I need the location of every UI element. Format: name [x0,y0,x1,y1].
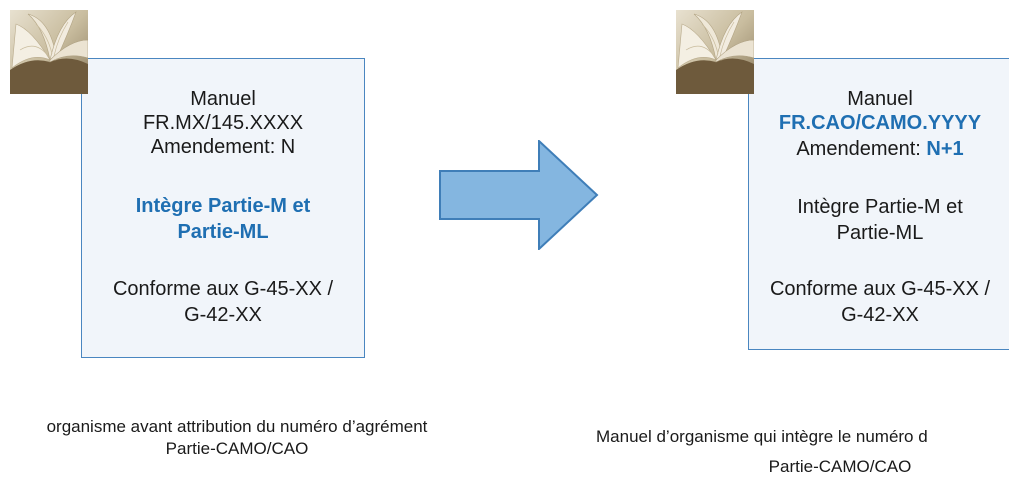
caption-after-line-1: Manuel d’organisme qui intègre le numéro… [596,427,928,446]
manual-amendment: Amendement: N+1 [749,137,1009,161]
manual-card-after: Manuel FR.CAO/CAMO.YYYY Amendement: N+1 … [748,58,1009,350]
integrates-line-2: Partie-ML [177,221,269,243]
open-book-icon [676,10,754,94]
manual-reference: FR.CAO/CAMO.YYYY [778,112,982,134]
conforms-line-1: Conforme aux G-45-XX / [769,278,991,300]
integrates-line-1: Intègre Partie-M et [797,196,963,218]
integrates-line-1: Intègre Partie-M et [135,195,311,217]
amendment-label: Amendement: [796,138,921,160]
conforms-line-2: G-42-XX [841,304,919,326]
caption-before-line-2: Partie-CAMO/CAO [165,439,309,458]
manual-card-before: Manuel FR.MX/145.XXXX Amendement: N Intè… [81,58,365,358]
caption-after-line-2: Partie-CAMO/CAO [768,457,912,476]
manual-title: Manuel [190,88,256,110]
manual-title: Manuel [847,88,913,110]
open-book-icon [10,10,88,94]
right-arrow-icon [439,140,599,250]
amendment-value: N+1 [926,138,964,160]
conforms-line-2: G-42-XX [184,304,262,326]
manual-amendment: Amendement: N [150,136,296,158]
integrates-line-2: Partie-ML [836,222,924,244]
caption-before-line-1: organisme avant attribution du numéro d’… [46,417,428,436]
conforms-line-1: Conforme aux G-45-XX / [112,278,334,300]
manual-reference: FR.MX/145.XXXX [142,112,304,134]
